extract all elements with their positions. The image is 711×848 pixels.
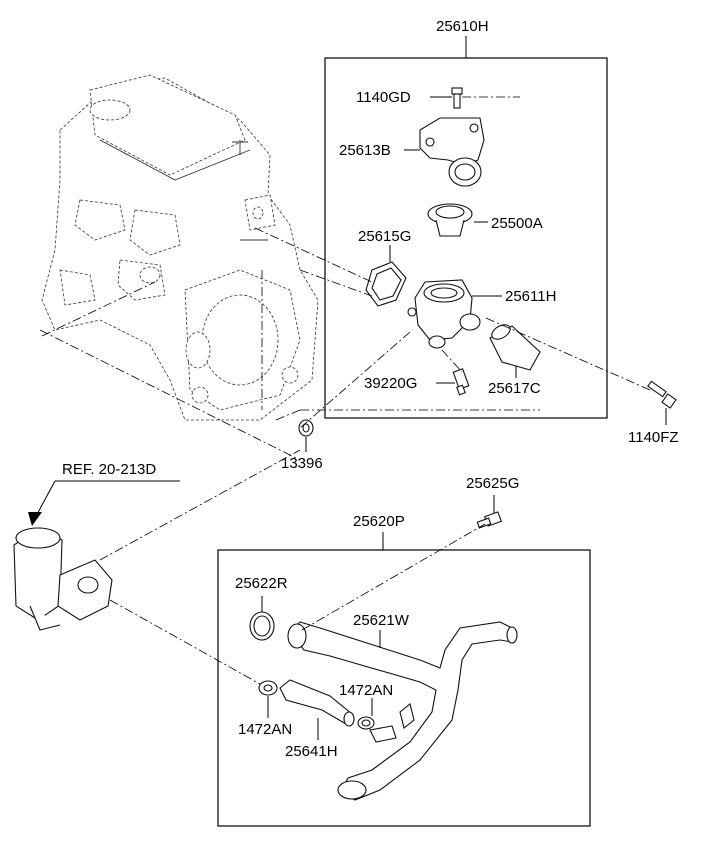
label-25610H: 25610H (436, 18, 489, 35)
label-39220G: 39220G (364, 375, 417, 392)
connection-lines (39, 96, 651, 685)
label-1472AN-right: 1472AN (339, 682, 393, 699)
pipe-25617C (489, 324, 541, 371)
thermostat-25500A (427, 203, 473, 237)
bolt-1140GD (451, 87, 463, 109)
hose-25641H (279, 679, 355, 727)
ref-label: REF. 20-213D (62, 461, 156, 478)
label-25617C: 25617C (488, 380, 541, 397)
bolt-25625G (476, 511, 502, 529)
label-25613B: 25613B (339, 142, 391, 159)
label-25622R: 25622R (235, 575, 288, 592)
thermostat-housing-25611H (407, 279, 481, 349)
label-25611H: 25611H (505, 288, 556, 305)
label-25500A: 25500A (491, 215, 543, 232)
label-25615G: 25615G (358, 228, 411, 245)
bolt-1140FZ (647, 380, 677, 409)
sensor-39220G (452, 368, 470, 396)
o-ring-25622R (249, 611, 275, 641)
engine-block (41, 74, 319, 421)
label-1140FZ: 1140FZ (628, 429, 679, 446)
label-25620P: 25620P (353, 513, 405, 530)
arrow-icon (28, 512, 42, 526)
water-pipe-assembly-box (217, 549, 591, 827)
clamp-1472AN-right (357, 716, 375, 730)
label-13396: 13396 (281, 455, 323, 472)
label-25641H: 25641H (285, 743, 338, 760)
thermostat-housing-cover-25613B (419, 117, 485, 187)
label-25621W: 25621W (353, 612, 410, 629)
label-1472AN-left: 1472AN (238, 721, 292, 738)
oil-filter-module (13, 527, 113, 631)
label-25625G: 25625G (466, 475, 519, 492)
label-1140GD: 1140GD (356, 89, 411, 106)
gasket-25615G (365, 261, 407, 307)
nut-13396 (298, 419, 314, 437)
water-pipe-25621W (287, 621, 518, 801)
clamp-1472AN-left (258, 680, 278, 696)
